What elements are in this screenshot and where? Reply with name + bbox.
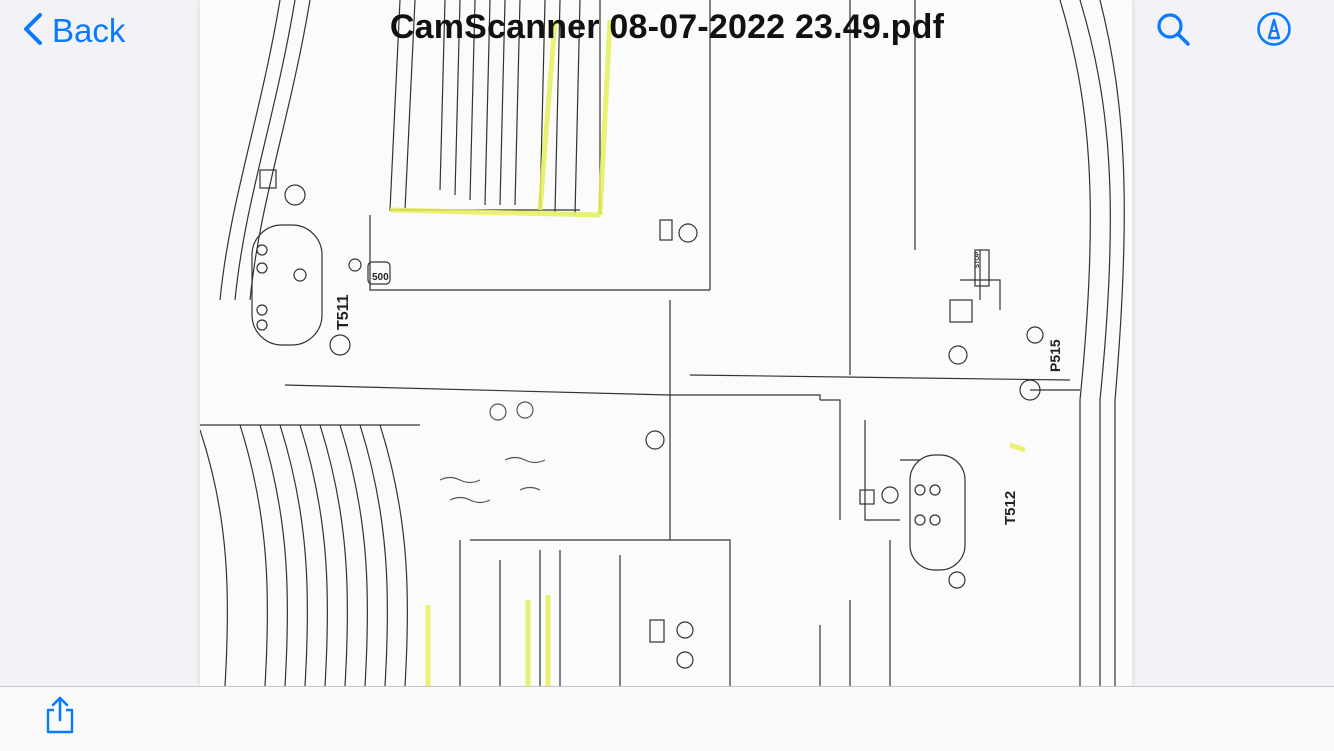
bottom-toolbar: [0, 686, 1334, 751]
stop-label: STOP: [975, 252, 981, 268]
search-icon: [1155, 11, 1191, 52]
chevron-left-icon: [22, 12, 44, 51]
pdf-page[interactable]: T511 T512 P515 500 STOP: [200, 0, 1132, 686]
back-button[interactable]: Back: [22, 10, 125, 52]
document-title: CamScanner 08-07-2022 23.49.pdf: [389, 8, 945, 46]
vessel-label-t511: T511: [335, 294, 352, 330]
back-label: Back: [52, 12, 126, 49]
markup-button[interactable]: [1252, 10, 1296, 52]
navigation-bar: Back CamScanner 08-07-2022 23.49.pdf: [0, 0, 1334, 62]
share-button[interactable]: [38, 695, 82, 739]
piping-diagram-scan: T511 T512 P515 500 STOP: [200, 0, 1125, 686]
markup-pen-icon: [1256, 11, 1292, 52]
search-button[interactable]: [1151, 10, 1195, 52]
document-viewer[interactable]: T511 T512 P515 500 STOP: [0, 0, 1334, 686]
filter-label: 500: [372, 272, 389, 283]
pump-label-p515: P515: [1047, 339, 1063, 372]
share-icon: [43, 695, 77, 740]
vessel-label-t512: T512: [1002, 491, 1019, 525]
